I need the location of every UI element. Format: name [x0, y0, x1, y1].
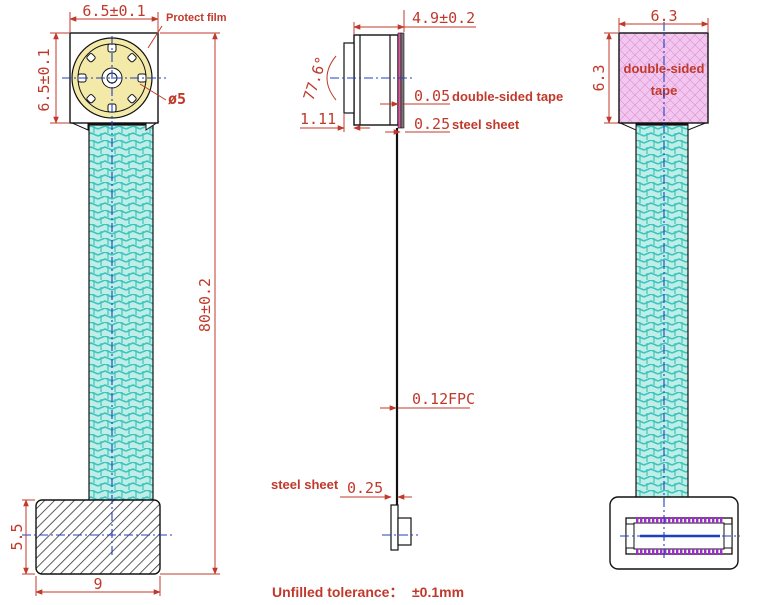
connector-pin — [680, 549, 683, 555]
side-connector-steel — [390, 504, 399, 551]
connector-pin — [696, 549, 699, 555]
connector-pin — [664, 517, 667, 523]
side-width-dim: 4.9±0.2 — [412, 9, 475, 27]
tape-thickness-dim: 0.05 — [414, 87, 450, 105]
connector-pin — [700, 517, 703, 523]
connector-pin — [644, 549, 647, 555]
length-dim: 80±0.2 — [196, 278, 214, 332]
tolerance-label: Unfilled tolerance： — [272, 584, 403, 600]
connector-pin — [676, 517, 679, 523]
connector-pin — [716, 549, 719, 555]
connector-pin — [716, 517, 719, 523]
connector-pin — [688, 517, 691, 523]
front-width-dim: 6.5±0.1 — [82, 2, 145, 20]
protect-film-label: Protect film — [166, 12, 227, 24]
connector-pin — [636, 517, 639, 523]
connector-pin — [680, 517, 683, 523]
connector-pin — [712, 517, 715, 523]
back-view: double-sided tape 6.3 6.3 — [590, 7, 740, 570]
fpc-ribbon-front — [88, 124, 154, 502]
side-view: 4.9±0.2 77.6° 1.11 0.05 double-sided tap… — [271, 9, 563, 551]
connector-pin — [720, 517, 723, 523]
front-view: 6.5±0.1 6.5±0.1 ø5 Protect film 80±0.2 5… — [8, 2, 227, 596]
connector-pin — [696, 517, 699, 523]
connector-pin — [704, 549, 707, 555]
front-height-dim: 6.5±0.1 — [35, 48, 53, 111]
connector-pin — [652, 549, 655, 555]
tape-label: double-sided tape — [452, 89, 563, 104]
connector-pin — [668, 549, 671, 555]
steel-thickness-dim: 0.25 — [414, 115, 450, 133]
connector-pin — [708, 549, 711, 555]
angle-arc — [326, 55, 337, 101]
connector-pin — [648, 549, 651, 555]
side-tape — [397, 32, 402, 129]
connector-pin — [656, 549, 659, 555]
connector-pin — [692, 517, 695, 523]
steel-label: steel sheet — [452, 117, 520, 132]
connector-pin — [644, 517, 647, 523]
lens-offset-dim: 1.11 — [300, 110, 336, 128]
side-body — [353, 34, 399, 126]
connector-pin — [636, 549, 639, 555]
side-connector — [397, 517, 412, 546]
side-steel — [400, 32, 405, 129]
connector-pin — [640, 549, 643, 555]
connector-pin — [700, 549, 703, 555]
connector-pin — [692, 549, 695, 555]
connector-pin — [668, 517, 671, 523]
connector-pin — [684, 549, 687, 555]
fpc-thickness-dim: 0.12 — [412, 390, 448, 408]
lens-dia-leader — [139, 83, 167, 101]
connector-pin — [672, 549, 675, 555]
connector-pin — [660, 517, 663, 523]
connector-hatched — [35, 499, 161, 575]
connector-pins-bottom — [636, 549, 723, 555]
connector-pin — [704, 517, 707, 523]
back-width-dim: 6.3 — [650, 7, 677, 25]
connector-pin — [712, 549, 715, 555]
connector-pin — [672, 517, 675, 523]
connector-pin — [688, 549, 691, 555]
connector-pin — [640, 517, 643, 523]
connector-pin — [684, 517, 687, 523]
bottom-steel-label: steel sheet — [271, 477, 339, 492]
lens-diameter-dim: ø5 — [168, 90, 186, 108]
connector-pin — [652, 517, 655, 523]
angle-dim: 77.6° — [300, 54, 331, 103]
connector-pin — [676, 549, 679, 555]
connector-height-dim: 5.5 — [8, 523, 26, 550]
bottom-steel-dim: 0.25 — [347, 479, 383, 497]
fpc-label: FPC — [448, 390, 475, 408]
connector-pin — [660, 549, 663, 555]
fpc-ribbon-back — [635, 124, 689, 502]
connector-pin — [720, 549, 723, 555]
connector-pin — [708, 517, 711, 523]
connector-pin — [656, 517, 659, 523]
protect-film-leader — [147, 25, 163, 49]
back-height-dim: 6.3 — [590, 64, 608, 91]
connector-pins-top — [636, 517, 723, 523]
connector-pin — [664, 549, 667, 555]
connector-pin — [648, 517, 651, 523]
connector-width-dim: 9 — [93, 575, 102, 593]
tolerance-value: ±0.1mm — [412, 584, 464, 600]
